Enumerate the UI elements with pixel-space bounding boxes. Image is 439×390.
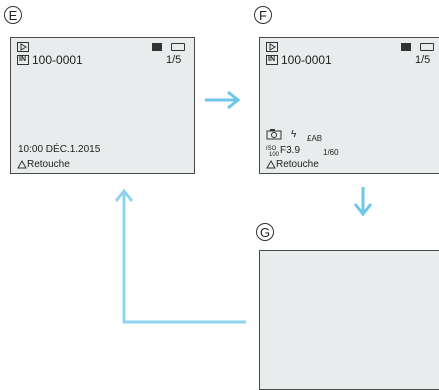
white-balance: £AB [307, 134, 323, 143]
iso-value: 100 [269, 152, 280, 158]
arrow-down [353, 187, 373, 217]
label-e: E [4, 6, 22, 24]
battery-icon [171, 43, 185, 51]
screen-g [259, 250, 439, 390]
flash-icon: ϟ [291, 129, 297, 140]
date-time: 10:00 DÉC.1.2015 [18, 144, 101, 155]
page-counter: 1/5 [166, 54, 182, 66]
battery-icon [420, 43, 434, 51]
aperture: F3.9 [280, 145, 301, 156]
playback-icon [17, 42, 29, 52]
playback-icon [266, 42, 278, 52]
folder-in-icon: IN [266, 55, 278, 65]
label-g: G [256, 223, 274, 241]
camera-icon [266, 129, 282, 140]
page-counter: 1/5 [415, 54, 431, 66]
screen-f: IN 100-0001 1/5 ϟ £AB ISO 100 F3.9 1/60 … [259, 37, 439, 174]
folder-file-number: 100-0001 [32, 53, 83, 67]
warning-triangle-icon [266, 160, 276, 169]
warning-triangle-icon [17, 160, 27, 169]
folder-in-icon: IN [17, 55, 29, 65]
screen-e: IN 100-0001 1/5 10:00 DÉC.1.2015 Retouch… [10, 37, 195, 174]
retouch-label: Retouche [276, 159, 319, 170]
label-f: F [254, 6, 272, 24]
protect-icon [401, 43, 411, 51]
return-connector [114, 188, 246, 324]
folder-file-number: 100-0001 [281, 53, 332, 67]
retouch-label: Retouche [27, 159, 70, 170]
shutter-speed: 1/60 [323, 148, 339, 157]
arrow-right [205, 90, 241, 110]
iso-label: ISO [266, 146, 277, 152]
protect-icon [152, 43, 162, 51]
